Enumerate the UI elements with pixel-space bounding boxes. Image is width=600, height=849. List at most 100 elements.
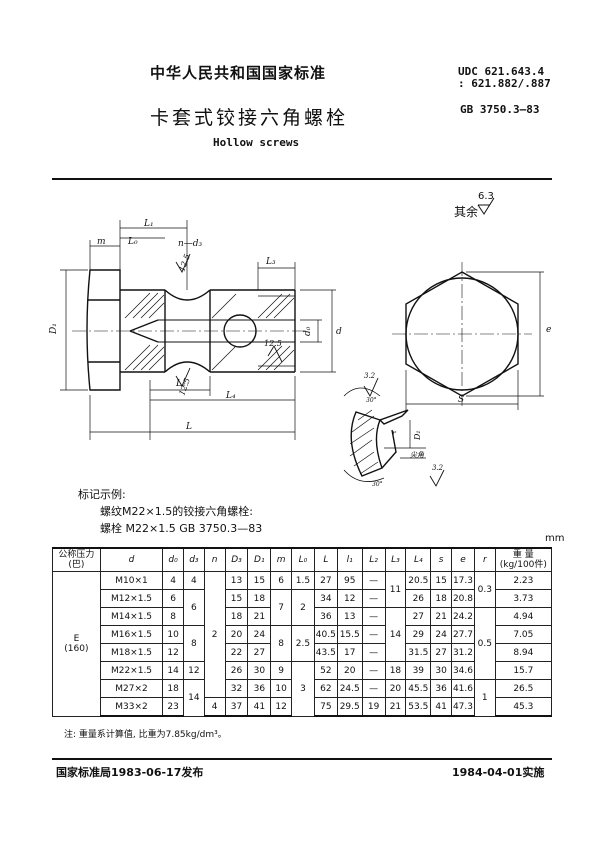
cell-L4: 31.5 bbox=[405, 643, 432, 662]
cell-r: 0.3 bbox=[473, 571, 496, 608]
cell-D1: 24 bbox=[247, 625, 272, 644]
roughness-12-5-a: 12.5 bbox=[177, 253, 192, 273]
dim-L2: L₂ bbox=[175, 379, 186, 389]
roughness-3-2-a: 3.2 bbox=[364, 372, 376, 380]
cell-L2: — bbox=[361, 607, 386, 626]
cell-e: 27.7 bbox=[451, 625, 475, 644]
table-row: M18×1.5 12 22 27 43.5 17 — 31.5 27 31.2 … bbox=[53, 643, 553, 662]
col-m: m bbox=[270, 547, 293, 572]
cell-D1: 41 bbox=[247, 697, 272, 717]
cell-L0: 2 bbox=[291, 589, 315, 626]
dim-L4: L₄ bbox=[225, 391, 236, 401]
cell-weight: 45.3 bbox=[494, 697, 553, 717]
sharp-corner-note: 尖角 bbox=[410, 451, 425, 459]
cell-D3: 37 bbox=[224, 697, 249, 717]
col-n: n bbox=[203, 547, 226, 572]
cell-d0: 18 bbox=[162, 679, 184, 698]
cell-l1: 13 bbox=[336, 607, 363, 626]
cell-L4: 27 bbox=[405, 607, 432, 626]
cell-D3: 26 bbox=[224, 661, 249, 680]
cell-L4: 20.5 bbox=[405, 571, 432, 590]
cell-l1: 20 bbox=[336, 661, 363, 680]
cell-L: 62 bbox=[313, 679, 338, 698]
cell-d0: 4 bbox=[162, 571, 184, 590]
cell-m: 8 bbox=[270, 625, 293, 662]
cell-weight: 3.73 bbox=[494, 589, 553, 608]
cell-L2: — bbox=[361, 589, 386, 608]
cell-r: 1 bbox=[473, 679, 496, 717]
col-weight: 重 量(kg/100件) bbox=[494, 547, 553, 572]
cell-d: M33×2 bbox=[99, 697, 164, 717]
dim-n-d3: n—d₃ bbox=[178, 239, 203, 249]
col-e: e bbox=[451, 547, 475, 572]
dim-r: r bbox=[392, 429, 397, 438]
standard-title-cn: 卡套式铰接六角螺栓 bbox=[150, 107, 349, 129]
cell-L3: 20 bbox=[384, 679, 407, 698]
table-row: M33×2 23 4 37 41 12 75 29.5 19 21 53.5 4… bbox=[53, 697, 553, 717]
col-d0: d₀ bbox=[162, 547, 184, 572]
dim-D1-detail: D₁ bbox=[413, 430, 422, 441]
col-pressure-a: 公称压力 bbox=[58, 550, 95, 560]
cell-D3: 18 bbox=[224, 607, 249, 626]
marking-example: 标记示例: 螺纹M22×1.5的铰接六角螺栓: 螺栓 M22×1.5 GB 37… bbox=[78, 486, 262, 537]
cell-d: M14×1.5 bbox=[99, 607, 164, 626]
cell-s: 15 bbox=[430, 571, 453, 590]
col-pressure: 公称压力(巴) bbox=[52, 547, 101, 572]
angle-30-b: 30° bbox=[372, 481, 383, 488]
cell-D1: 30 bbox=[247, 661, 272, 680]
cell-d3: 12 bbox=[182, 661, 205, 680]
cell-s: 27 bbox=[430, 643, 453, 662]
cell-L0: 2.5 bbox=[291, 625, 315, 662]
cell-d: M18×1.5 bbox=[99, 643, 164, 662]
roughness-12-5-b: 12.5 bbox=[264, 339, 282, 348]
udc-code: UDC 621.643.4 : 621.882/.887 bbox=[458, 66, 551, 90]
cell-L: 75 bbox=[313, 697, 338, 717]
col-L3: L₃ bbox=[384, 547, 407, 572]
cell-s: 24 bbox=[430, 625, 453, 644]
cell-L3: 18 bbox=[384, 661, 407, 680]
dim-L1: L₁ bbox=[143, 219, 154, 229]
cell-L3: 14 bbox=[384, 607, 407, 662]
cell-e: 41.6 bbox=[451, 679, 475, 698]
udc-line-1: UDC 621.643.4 bbox=[458, 65, 545, 78]
cell-s: 21 bbox=[430, 607, 453, 626]
issue-date: 国家标准局1983-06-17发布 bbox=[56, 766, 204, 779]
gb-number: GB 3750.3—83 bbox=[460, 103, 540, 116]
dim-e: e bbox=[546, 325, 551, 335]
cell-l1: 17 bbox=[336, 643, 363, 662]
cell-L: 40.5 bbox=[313, 625, 338, 644]
dimension-table: 公称压力(巴) d d₀ d₃ n D₃ D₁ m L₀ L l₁ L₂ L₃ … bbox=[52, 547, 553, 717]
cell-L: 36 bbox=[313, 607, 338, 626]
pressure-group: E(160) bbox=[52, 571, 101, 717]
col-r: r bbox=[473, 547, 496, 572]
cell-d3: 8 bbox=[182, 625, 205, 662]
cell-d3: 14 bbox=[182, 679, 205, 717]
cell-L: 34 bbox=[313, 589, 338, 608]
table-note: 注: 重量系计算值, 比重为7.85kg/dm³。 bbox=[64, 730, 227, 740]
pressure-group-b: (160) bbox=[64, 643, 89, 654]
col-l1: l₁ bbox=[336, 547, 363, 572]
standard-title-en: Hollow screws bbox=[213, 136, 300, 149]
cell-e: 24.2 bbox=[451, 607, 475, 626]
cell-m: 12 bbox=[270, 697, 293, 717]
cell-L3: 11 bbox=[384, 571, 407, 608]
table-row: M16×1.5 10 8 20 24 8 2.5 40.5 15.5 — 29 … bbox=[53, 625, 553, 662]
cell-n: 2 bbox=[203, 571, 226, 698]
cell-m: 10 bbox=[270, 679, 293, 698]
cell-n: 4 bbox=[203, 697, 226, 717]
cell-D3: 15 bbox=[224, 589, 249, 608]
dim-D1: D₁ bbox=[49, 323, 59, 335]
cell-l1: 95 bbox=[336, 571, 363, 590]
col-D3: D₃ bbox=[224, 547, 249, 572]
cell-d: M27×2 bbox=[99, 679, 164, 698]
example-title: 标记示例: bbox=[78, 488, 126, 501]
cell-d0: 8 bbox=[162, 607, 184, 626]
dim-s: S bbox=[458, 395, 464, 405]
cell-D1: 15 bbox=[247, 571, 272, 590]
cell-e: 17.3 bbox=[451, 571, 475, 590]
example-line-1: 螺纹M22×1.5的铰接六角螺栓: bbox=[100, 505, 253, 518]
cell-d0: 14 bbox=[162, 661, 184, 680]
issuing-authority: 中华人民共和国国家标准 bbox=[150, 64, 327, 82]
cell-l1: 29.5 bbox=[336, 697, 363, 717]
table-row: M27×2 18 14 32 36 10 62 24.5 — 20 45.5 3… bbox=[53, 679, 553, 717]
